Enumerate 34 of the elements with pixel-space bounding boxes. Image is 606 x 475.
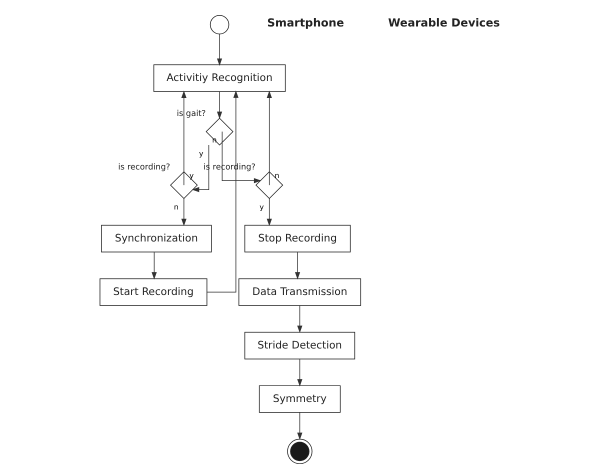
edge-label: y <box>188 170 194 180</box>
edge-label: y <box>259 202 264 212</box>
arrow <box>266 90 272 186</box>
arrow <box>216 34 222 66</box>
node-circle <box>209 15 229 34</box>
node-box: Stride Detection <box>244 332 355 360</box>
node-circle <box>286 438 312 464</box>
arrow <box>294 252 300 280</box>
arrow <box>296 358 302 387</box>
node-box: Synchronization <box>100 224 212 252</box>
label: Smartphone <box>266 16 344 30</box>
label: Wearable Devices <box>388 16 500 30</box>
node-diamond <box>170 171 198 200</box>
arrow <box>151 252 156 280</box>
node-box: Activitiy Recognition <box>152 64 286 92</box>
arrow <box>180 198 186 226</box>
edge-label: n <box>274 170 279 180</box>
arrow <box>206 90 238 292</box>
node-box: Data Transmission <box>238 278 361 306</box>
node-diamond <box>254 171 283 200</box>
node-label: is recording? <box>118 161 170 172</box>
arrow <box>296 412 302 440</box>
edge-label: n <box>173 202 178 212</box>
arrow <box>296 305 302 334</box>
node-label: is gait? <box>176 108 206 118</box>
edge-label: y <box>198 148 203 158</box>
arrow <box>180 90 186 186</box>
arrow <box>216 91 222 120</box>
node-box: Stop Recording <box>244 224 350 252</box>
arrow <box>191 144 209 192</box>
node-box: Symmetry <box>258 385 340 413</box>
arrow <box>266 198 272 226</box>
node-box: Start Recording <box>99 278 207 306</box>
node-diamond <box>205 118 233 146</box>
